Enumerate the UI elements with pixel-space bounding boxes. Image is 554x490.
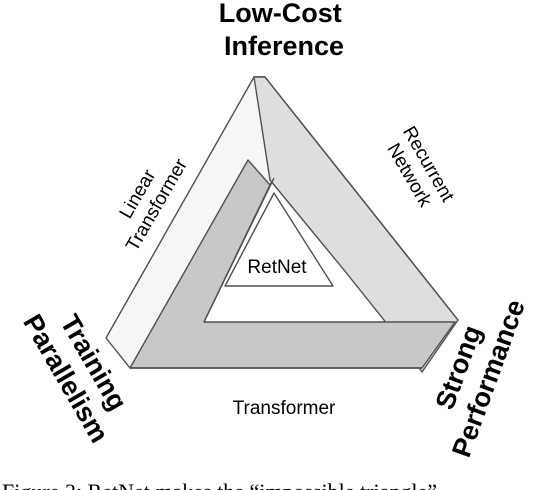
penrose-triangle bbox=[105, 76, 459, 373]
triangle-inner-hole bbox=[224, 192, 334, 287]
center-label: RetNet bbox=[247, 257, 307, 278]
triangle-crease-1 bbox=[264, 76, 459, 321]
figure-caption: Figure 2: RetNet makes the “impossible t… bbox=[2, 479, 437, 490]
triangle-crease-2 bbox=[203, 177, 275, 323]
corner-top-line-2: Inference bbox=[224, 31, 344, 61]
edge-label-right: Recurrent Network bbox=[382, 123, 458, 211]
corner-label-top: Low-Cost Inference bbox=[219, 0, 350, 61]
corner-top-line-1: Low-Cost bbox=[219, 0, 342, 28]
edge-label-bottom: Transformer bbox=[233, 398, 336, 419]
